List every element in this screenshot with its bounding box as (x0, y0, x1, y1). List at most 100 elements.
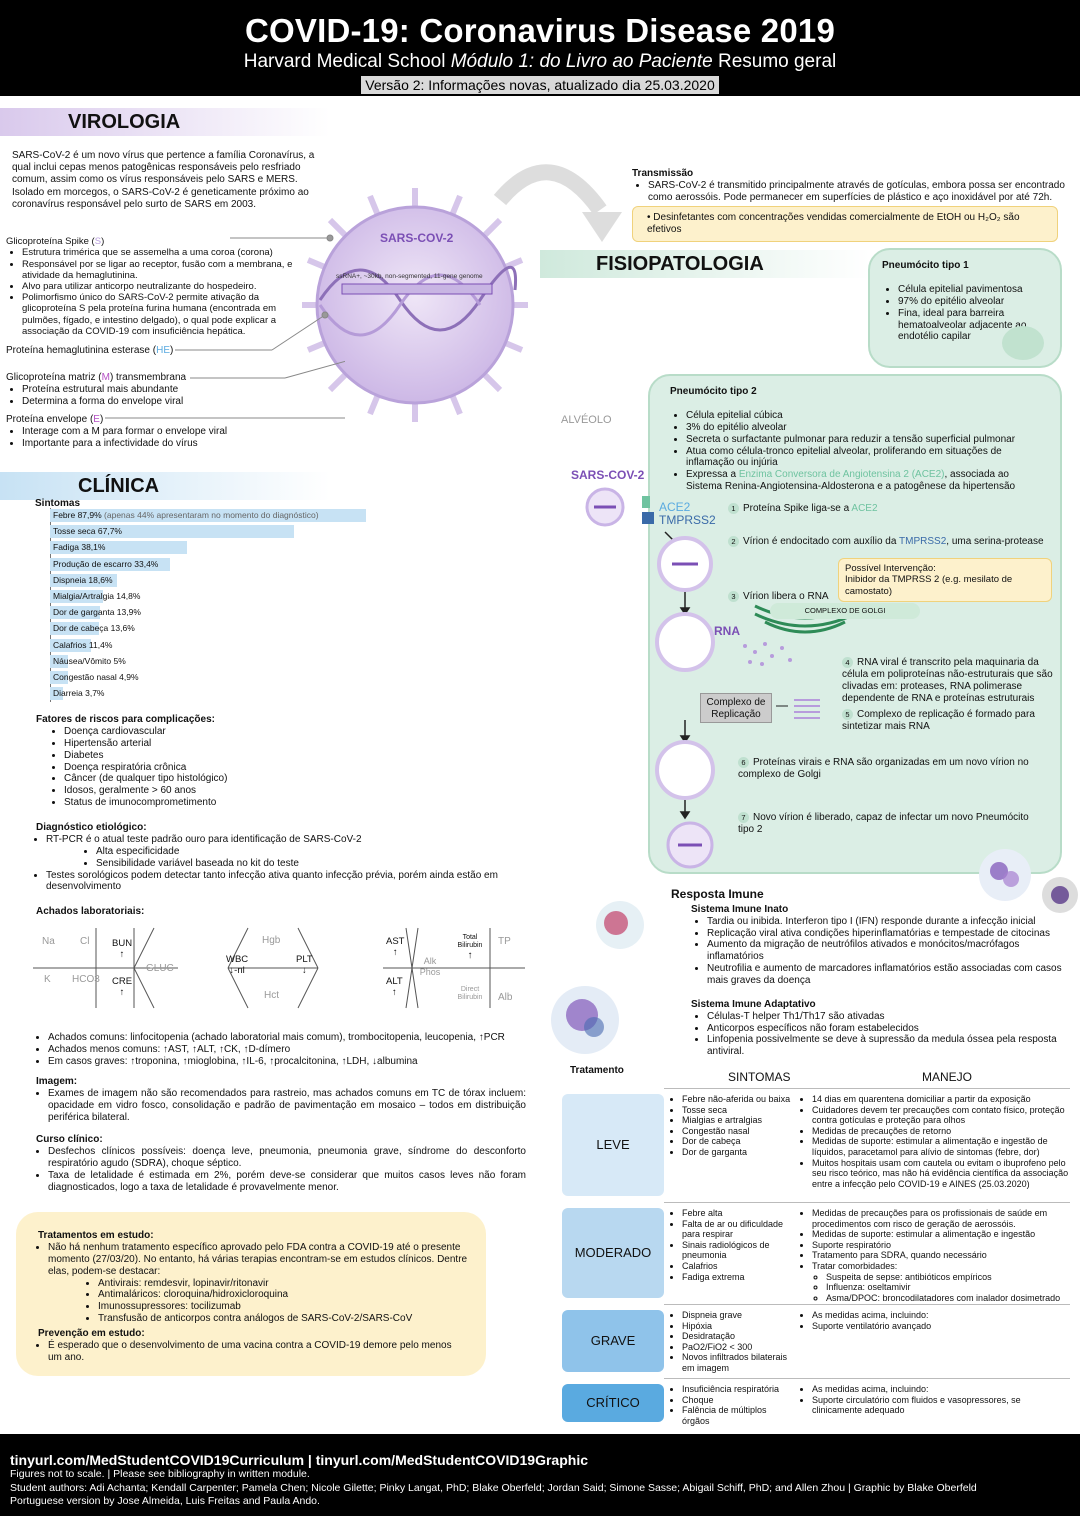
cell-shape (1002, 326, 1044, 360)
list-item: Tratamento para SDRA, quando necessário (812, 1250, 1070, 1261)
list-item: Achados menos comuns: ↑AST, ↑ALT, ↑CK, ↑… (48, 1044, 526, 1056)
list-item: Tardia ou inibida. Interferon tipo I (IF… (707, 916, 1071, 928)
list-item: Estrutura trimérica que se assemelha a u… (22, 247, 306, 258)
list-item: As medidas acima, incluindo: (812, 1310, 1070, 1321)
list-item: Suporte ventilatório avançado (812, 1321, 1070, 1332)
list-item: Célula epitelial cúbica (686, 410, 1040, 422)
manejo-cell: As medidas acima, incluindo:Suporte vent… (800, 1310, 1070, 1331)
list-item: Doença respiratória crônica (64, 762, 516, 774)
col-sintomas: SINTOMAS (728, 1070, 791, 1084)
lab-hco3: HCO3 (72, 974, 100, 985)
lab-direct-bili: Direct Bilirubin (457, 986, 483, 1002)
list-item: 97% do epitélio alveolar (898, 296, 1048, 308)
row-divider (664, 1202, 1070, 1203)
imagem-block: Imagem: Exames de imagem não são recomen… (36, 1076, 526, 1124)
list-item: Suporte circulatório com fluidos e vasop… (812, 1395, 1070, 1416)
list-item: Células-T helper Th1/Th17 são ativadas (707, 1011, 1071, 1023)
list-item: Replicação viral ativa condições hiperin… (707, 928, 1071, 940)
rna-dots (743, 642, 792, 666)
bar-label: Dispneia 18,6% (53, 574, 113, 585)
list-item: Medidas de suporte: estimular a alimenta… (812, 1229, 1070, 1240)
list-item: Determina a forma do envelope viral (22, 396, 306, 408)
lab-tp: TP (498, 936, 511, 947)
list-item: Tratar comorbidades: (812, 1261, 1070, 1272)
list-item: Choque (682, 1395, 796, 1406)
severity-moderado: MODERADO (562, 1208, 664, 1298)
list-item: Mialgias e artralgias (682, 1115, 796, 1126)
lab-fishbones (33, 927, 525, 1009)
immune-cells-top (979, 849, 1078, 913)
bar-label: Congestão nasal 4,9% (53, 672, 139, 682)
chart-bar: Diarreia 3,7% (50, 687, 105, 701)
m-block: Glicoproteína matriz (M) transmembrana P… (6, 372, 306, 408)
lab-total-bili: Total Bilirubin↑ (457, 934, 483, 962)
fever-note: (apenas 44% apresentaram no momento do d… (101, 510, 319, 520)
list-item: Transfusão de anticorpos contra análogos… (98, 1313, 468, 1325)
list-item: Medidas de precauções de retorno (812, 1126, 1070, 1137)
new-virion (666, 821, 714, 869)
list-item: Novos infiltrados bilaterais em imagem (682, 1352, 796, 1373)
m-list: Proteína estrutural mais abundanteDeterm… (6, 384, 306, 408)
list-item: Medidas de precauções para os profission… (812, 1208, 1070, 1229)
list-item: Antimaláricos: cloroquina/hidroxicloroqu… (98, 1289, 468, 1301)
chart-bar: Tosse seca 67,7% (50, 525, 294, 539)
severity-leve: LEVE (562, 1094, 664, 1196)
chart-bar: Produção de escarro 33,4% (50, 557, 171, 571)
list-item: Idosos, geralmente > 60 anos (64, 785, 516, 797)
curso-block: Curso clínico: Desfechos clínicos possív… (36, 1134, 526, 1193)
lab-alk-phos: Alk Phos (419, 956, 441, 977)
e-block: Proteína envelope (E) Interage com a M p… (6, 414, 306, 450)
list-item: Linfopenia possivelmente se deve à supre… (707, 1034, 1071, 1058)
list-item: Desidratação (682, 1331, 796, 1342)
footer-note: Figures not to scale. | Please see bibli… (10, 1468, 310, 1480)
chart-bar: Mialgia/Artralgia 14,8% (50, 590, 140, 603)
lab-cre: CRE↑ (112, 976, 133, 998)
lab-plt: PLT↓ (296, 954, 313, 976)
bar-label: Náusea/Vômito 5% (53, 655, 126, 666)
footer-translation: Portuguese version by Jose Almeida, Luis… (10, 1495, 320, 1508)
list-item: 14 dias em quarentena domiciliar a parti… (812, 1094, 1070, 1105)
fisio-heading: FISIOPATOLOGIA (540, 250, 870, 278)
list-item: Hipóxia (682, 1321, 796, 1332)
list-item: Imunossupressores: tocilizumab (98, 1301, 468, 1313)
chart-bar: Náusea/Vômito 5% (50, 654, 126, 668)
list-item: Tosse seca (682, 1105, 796, 1116)
tmprss2-label: TMPRSS2 (659, 513, 716, 527)
list-item: Status de imunocomprometimento (64, 797, 516, 809)
immune-response-block: Resposta Imune Sistema Imune Inato Tardi… (671, 887, 1071, 1058)
rna-label: RNA (714, 624, 740, 638)
chart-bar: Dor de garganta 13,9% (50, 606, 141, 620)
list-item: Fina, ideal para barreira hematoalveolar… (898, 308, 1048, 343)
lab-ast: AST↑ (386, 936, 405, 958)
alveolo-label: ALVÉOLO (561, 414, 612, 426)
lab-title: Achados laboratoriais: (36, 906, 145, 917)
list-item: Câncer (de qualquer tipo histológico) (64, 773, 516, 785)
lab-alb: Alb (498, 992, 513, 1003)
manejo-cell: As medidas acima, incluindo:Suporte circ… (800, 1384, 1070, 1416)
lab-na: Na (42, 936, 55, 947)
bar-label: Tosse seca 67,7% (53, 526, 122, 537)
list-item: Alta especificidade (96, 846, 516, 858)
list-item: Sinais radiológicos de pneumonia (682, 1240, 796, 1261)
bar-label: Dor de garganta 13,9% (53, 607, 141, 618)
lab-alt: ALT↑ (386, 976, 403, 998)
manejo-cell: Medidas de precauções para os profission… (800, 1208, 1070, 1303)
list-item: Proteína estrutural mais abundante (22, 384, 306, 396)
clinica-heading: CLÍNICA (0, 472, 330, 500)
version-badge: Versão 2: Informações novas, atualizado … (361, 76, 719, 94)
list-item: Sensibilidade variável baseada no kit do… (96, 858, 516, 870)
replication-arrows (776, 699, 820, 719)
list-item: Célula epitelial pavimentosa (898, 284, 1048, 296)
pneumocito-1-box: Pneumócito tipo 1 Célula epitelial pavim… (868, 248, 1062, 368)
bar-label: Produção de escarro 33,4% (53, 558, 159, 569)
lab-bun: BUN↑ (112, 938, 133, 960)
page-title: COVID-19: Coronavirus Disease 2019 (244, 12, 836, 49)
risk-block: Fatores de riscos para complicações: Doe… (36, 714, 516, 809)
page-subtitle: Harvard Medical School Módulo 1: do Livr… (243, 51, 837, 72)
sintomas-cell: Dispneia graveHipóxiaDesidrataçãoPaO2/Fi… (670, 1310, 796, 1374)
chart-axis (50, 508, 51, 702)
list-item: Falência de múltiplos órgãos (682, 1405, 796, 1426)
